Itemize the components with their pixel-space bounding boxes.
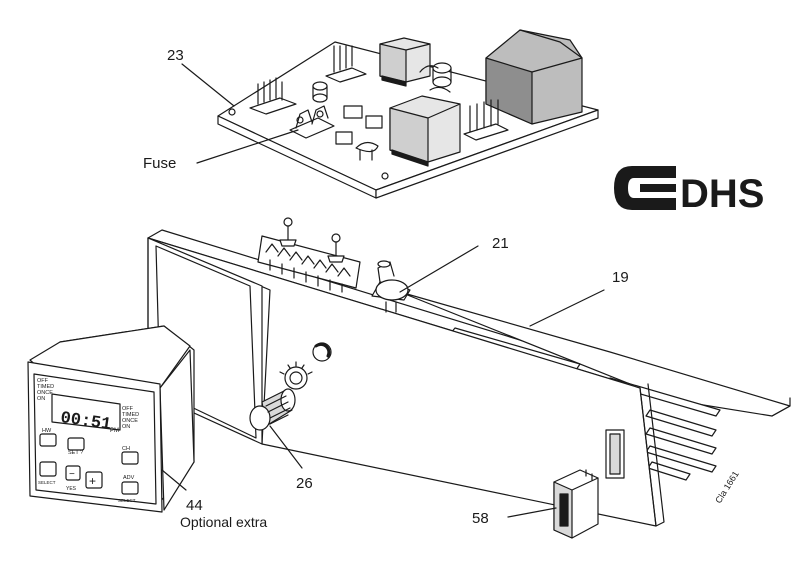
callout-21-label: 21 (492, 235, 509, 252)
potentiometer (371, 260, 411, 313)
callout-optional-extra: Optional extra (180, 514, 267, 530)
relay-small (379, 37, 431, 87)
timer-select-left-label: SELECT (38, 480, 56, 485)
control-panel-chassis (147, 229, 791, 527)
timer-yes-label: YES (66, 486, 77, 492)
callout-fuse: Fuse (143, 129, 299, 172)
timer-plus-button[interactable]: + (85, 471, 103, 489)
relay-large (389, 95, 461, 167)
callout-26-label: 26 (296, 475, 313, 492)
timer-left-mode-off: OFF (37, 378, 49, 384)
fuse-holder (289, 105, 335, 139)
timer-select-left-button[interactable]: SELECT (38, 461, 57, 485)
transformer (485, 29, 583, 125)
pin-header-top (325, 45, 367, 83)
timer-right-mode-once: ONCE (122, 418, 138, 424)
timer-left-mode-once: ONCE (37, 390, 53, 396)
callout-44-label: 44 (186, 497, 203, 514)
figure-reference: Cla 1661 (713, 469, 741, 505)
callout-19-label: 19 (612, 269, 629, 286)
timer-left-mode-timed: TIMED (37, 384, 54, 390)
capacitors (312, 62, 452, 161)
callout-58: 58 (472, 507, 557, 527)
timer-right-mode-timed: TIMED (122, 412, 139, 418)
timer-right-mode-off: OFF (122, 406, 134, 412)
timer-hw-button[interactable]: HW (39, 428, 57, 447)
timer-right-mode-on: ON (122, 424, 130, 430)
timer-left-mode-on: ON (37, 396, 45, 402)
callout-21: 21 (399, 235, 509, 293)
programmable-timer (27, 325, 195, 513)
callout-23: 23 (167, 47, 235, 107)
pin-header-right (463, 99, 509, 141)
callout-23-label: 23 (167, 47, 184, 64)
timer-plus-label: + (89, 474, 96, 488)
timer-adv-button[interactable]: ADV (121, 475, 139, 495)
timer-minus-label: − (69, 469, 75, 480)
timer-set-label: SET ? (68, 450, 83, 456)
circuit-board (217, 29, 599, 199)
timer-set-button[interactable]: SET ? (67, 437, 85, 456)
timer-select-right-label: SELECT (118, 498, 136, 503)
callout-58-label: 58 (472, 510, 489, 527)
rocker-switch (553, 469, 599, 539)
callout-19: 19 (529, 269, 629, 327)
timer-ch-label: CH (122, 446, 130, 452)
callout-fuse-label: Fuse (143, 155, 176, 172)
pin-header-left (249, 77, 297, 115)
dhs-logo: DHS (614, 166, 764, 216)
timer-ampm: PM (110, 428, 119, 434)
timer-adv-label: ADV (123, 475, 135, 481)
callout-26: 26 (269, 425, 313, 492)
terminal-block (257, 217, 361, 293)
timer-ch-button[interactable]: CH (121, 446, 139, 465)
rotary-knob (249, 361, 313, 431)
dhs-logo-text: DHS (680, 172, 764, 216)
timer-minus-button[interactable]: − (65, 465, 81, 481)
timer-hw-label: HW (42, 428, 52, 434)
